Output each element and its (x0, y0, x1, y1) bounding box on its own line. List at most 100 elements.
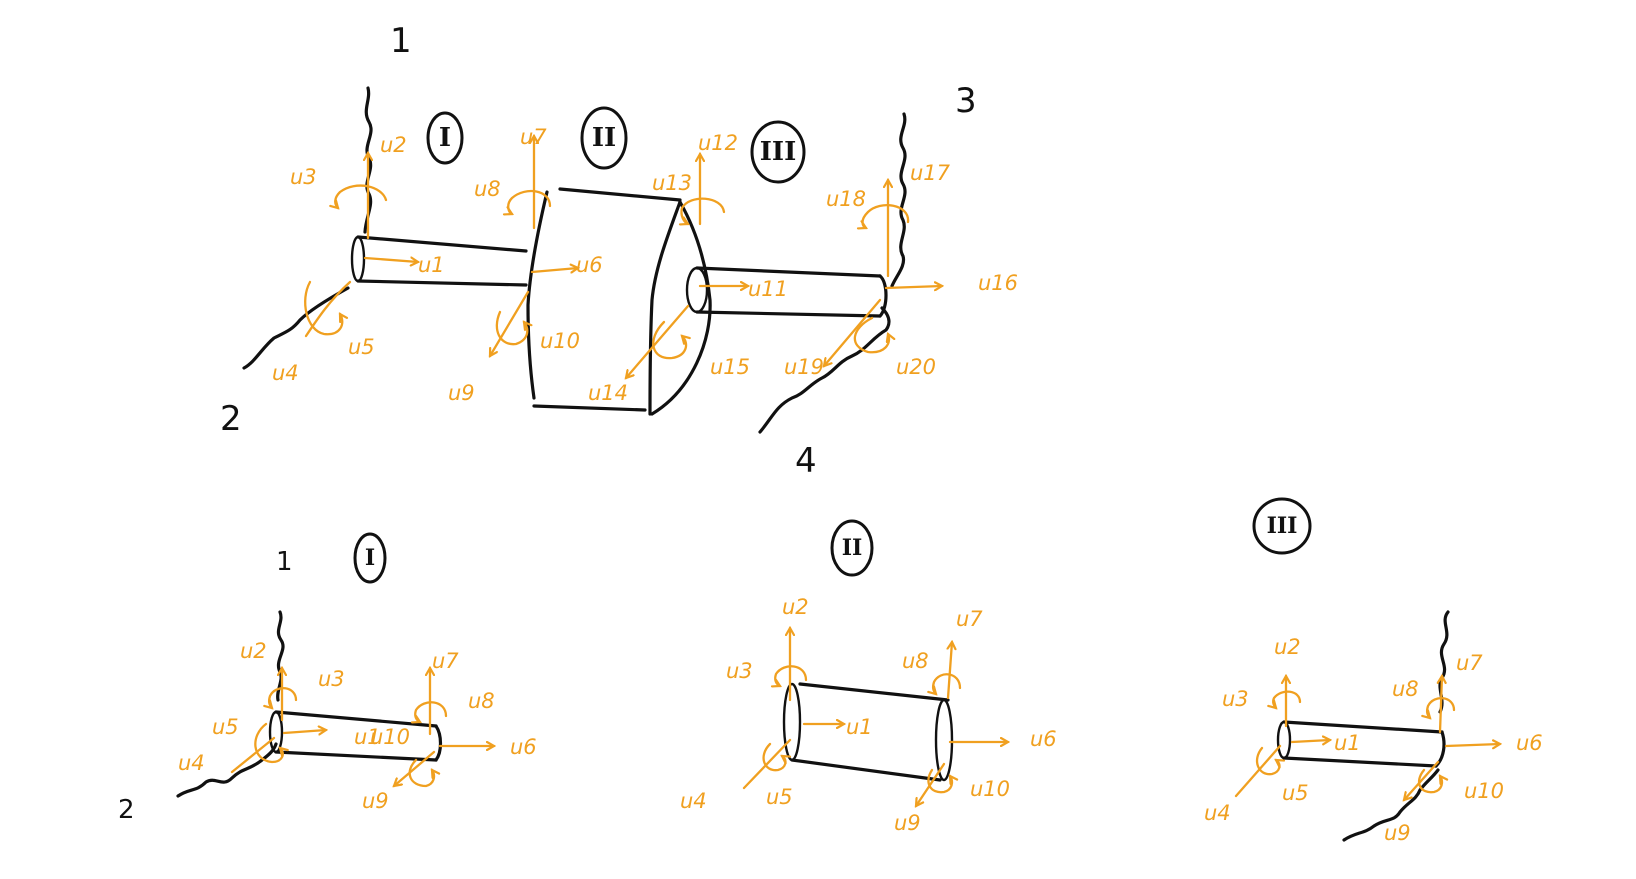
node-label-4: 4 (795, 441, 817, 481)
element-label-III: III (760, 137, 797, 167)
dof-arrow-u14 (626, 304, 690, 378)
dof-arrow-u6 (530, 268, 578, 272)
sub3-dof-label-u3: u3 (1222, 687, 1249, 711)
sub1-dof-label-u3: u3 (318, 667, 345, 691)
sub-element-III: III u1 u2 u3 u4 u5 u6 u7 u8 u9 u10 (1204, 497, 1543, 845)
element-label-II: II (592, 123, 616, 153)
sub2-dof-label-u6: u6 (1030, 727, 1057, 751)
dof-arrow-u16 (884, 286, 942, 288)
sub3-dof-arrow-u7 (1440, 676, 1442, 734)
sub2-dof-rot-u10 (927, 768, 952, 794)
sub2-dof-label-u2: u2 (782, 595, 809, 619)
sub1-dof-rot-u5 (254, 722, 282, 764)
sub1-dof-rot-u3 (269, 687, 298, 708)
dof-arrow-u19 (824, 298, 882, 366)
dof-label-u15: u15 (710, 355, 750, 379)
sub1-support-spring-2 (176, 742, 278, 798)
dof-rot-u15 (652, 320, 686, 360)
dof-label-u11: u11 (748, 277, 788, 301)
sub2-dof-label-u4: u4 (680, 789, 707, 813)
sub2-dof-rot-u5 (762, 742, 786, 772)
element-marker-III: III (750, 120, 806, 184)
sub1-dof-label-u8: u8 (468, 689, 495, 713)
sub1-node-label-1: 1 (276, 547, 293, 577)
sub1-element-marker: I (353, 532, 387, 584)
sub3-dof-label-u4: u4 (1204, 801, 1231, 825)
sub1-dof-arrow-u9 (394, 750, 436, 786)
shaft-element-I (350, 235, 528, 287)
sub1-element-label: I (365, 545, 375, 571)
sub2-dof-arrow-u7 (948, 642, 952, 700)
dof-label-u17: u17 (910, 161, 951, 185)
sub3-support-spring-2 (1342, 768, 1440, 842)
dof-rot-u20 (853, 316, 889, 354)
sub1-dof-label-u6: u6 (510, 735, 537, 759)
dof-label-u3: u3 (290, 165, 317, 189)
sub3-dof-label-u10: u10 (1464, 779, 1504, 803)
sub2-element-marker: II (830, 519, 874, 577)
sub1-dof-label-u2: u2 (240, 639, 267, 663)
dof-arrow-u4 (304, 280, 352, 338)
dof-rot-u3 (335, 184, 388, 208)
sub1-dof-arrow-u4 (230, 736, 276, 774)
sub3-dof-rot-u8 (1427, 697, 1456, 718)
sub2-dof-label-u7: u7 (956, 607, 983, 631)
sub3-dof-arrow-u6 (1444, 744, 1500, 746)
sub1-support-spring-1 (276, 610, 285, 702)
dof-label-u13: u13 (652, 171, 692, 195)
sub3-shaft (1276, 720, 1446, 768)
dof-arrow-u1 (363, 258, 418, 262)
dof-label-u14: u14 (588, 381, 628, 405)
sub3-dof-arrow-u1 (1290, 740, 1330, 742)
dof-label-u10: u10 (540, 329, 580, 353)
sub1-dof-label-u9: u9 (362, 789, 389, 813)
sub3-dof-label-u2: u2 (1274, 635, 1301, 659)
element-label-I: I (439, 123, 451, 153)
sub1-dof-rot-u10 (408, 758, 434, 788)
dof-label-u12: u12 (698, 131, 738, 155)
dof-arrow-u9 (488, 290, 530, 356)
sub1-dof-label-u1: u1 (354, 725, 381, 749)
sub3-dof-label-u9: u9 (1384, 821, 1411, 845)
sub2-dof-label-u1: u1 (846, 715, 873, 739)
shaft-element-III (685, 266, 888, 318)
sub3-dof-rot-u10 (1417, 768, 1442, 794)
sub-element-II: II u1 u2 u3 u4 u5 u6 u7 u8 u9 u10 (680, 519, 1057, 835)
disk-element-II (526, 187, 712, 416)
sub1-dof-arrow-u1 (282, 730, 326, 733)
dof-label-u7: u7 (520, 125, 547, 149)
support-spring-3 (890, 112, 907, 288)
dof-label-u5: u5 (348, 335, 375, 359)
sub3-dof-label-u5: u5 (1282, 781, 1309, 805)
sub2-disk (782, 682, 954, 782)
node-label-1: 1 (390, 21, 412, 61)
dof-label-u6: u6 (576, 253, 603, 277)
sub2-dof-label-u9: u9 (894, 811, 921, 835)
sub3-dof-rot-u5 (1255, 746, 1279, 776)
element-marker-II: II (580, 106, 628, 170)
support-spring-2 (242, 286, 350, 370)
sub3-dof-label-u6: u6 (1516, 731, 1543, 755)
sub3-dof-label-u7: u7 (1456, 651, 1483, 675)
sub-element-I: 1 2 I u1 u2 u3 u4 u5 u6 u7 u8 u9 (118, 532, 537, 825)
sub2-element-label: II (842, 535, 863, 561)
sub1-node-label-2: 2 (118, 795, 135, 825)
sub3-element-label: III (1267, 513, 1298, 539)
sub3-dof-arrow-u4 (1234, 744, 1282, 798)
dof-label-u20: u20 (896, 355, 936, 379)
sub2-dof-label-u3: u3 (726, 659, 753, 683)
node-label-2: 2 (220, 399, 242, 439)
sub2-dof-label-u5: u5 (766, 785, 793, 809)
sub3-element-marker: III (1252, 497, 1312, 555)
sub1-dof-rot-u8 (415, 701, 448, 722)
dof-label-u4: u4 (272, 361, 299, 385)
dof-rot-u13 (681, 197, 726, 224)
sub1-shaft (268, 710, 443, 762)
sub2-dof-rot-u3 (775, 665, 808, 686)
top-assembly: 1 2 3 4 I II III (220, 21, 1018, 481)
sub3-dof-arrow-u9 (1404, 760, 1440, 800)
dof-rot-u18 (863, 204, 910, 228)
sub3-dof-rot-u3 (1273, 690, 1302, 708)
dof-rot-u5 (304, 280, 342, 336)
